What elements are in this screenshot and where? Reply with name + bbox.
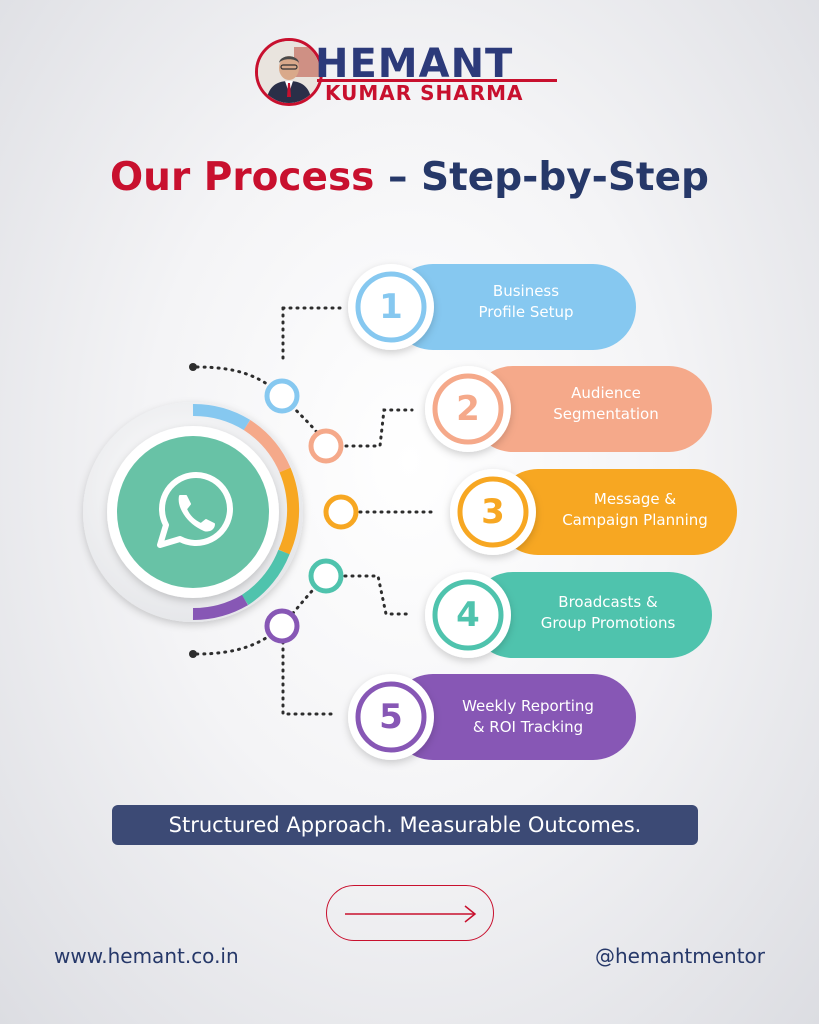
whatsapp-icon xyxy=(157,472,233,548)
step-number-2: 2 xyxy=(456,389,480,429)
step-label-5: Weekly Reporting & ROI Tracking xyxy=(438,696,618,738)
step-label-5-line1: Weekly Reporting xyxy=(462,697,594,715)
hub-core xyxy=(117,436,269,588)
node-rings xyxy=(264,378,359,644)
step-pill-5 xyxy=(390,674,636,760)
node-ring-5 xyxy=(264,608,300,644)
step-badge-ring-5 xyxy=(355,681,427,753)
step-badge-4 xyxy=(425,572,511,658)
step-label-3-line2: Campaign Planning xyxy=(562,511,708,529)
hub-segment-1 xyxy=(192,403,251,431)
step-badge-ring-1 xyxy=(355,271,427,343)
step-label-3-line1: Message & xyxy=(593,490,677,508)
step-badge-1 xyxy=(348,264,434,350)
title-rest: – Step-by-Step xyxy=(374,155,709,200)
website-link[interactable]: www.hemant.co.in xyxy=(54,944,239,968)
step-label-2-line1: Audience xyxy=(571,384,641,402)
step-label-1-line2: Profile Setup xyxy=(478,303,574,321)
step-label-4-line1: Broadcasts & xyxy=(558,593,658,611)
step-badge-5 xyxy=(348,674,434,760)
node-ring-4 xyxy=(308,558,344,594)
brand-name-line1: HEMANT xyxy=(315,41,514,87)
step-badge-ring-4 xyxy=(432,579,504,651)
step-label-2: Audience Segmentation xyxy=(520,383,692,425)
hub-segment-ring xyxy=(192,403,300,621)
node-ring-3 xyxy=(323,494,359,530)
brand-name-line2: KUMAR SHARMA xyxy=(325,81,524,105)
step-number-1: 1 xyxy=(379,287,403,327)
step-label-3: Message & Campaign Planning xyxy=(540,489,730,531)
step-label-5-line2: & ROI Tracking xyxy=(472,718,584,736)
step-badge-3 xyxy=(450,469,536,555)
hub-segment-2 xyxy=(243,419,291,473)
process-diagram xyxy=(83,264,737,760)
social-handle[interactable]: @hemantmentor xyxy=(595,944,765,968)
hub-segment-5 xyxy=(192,594,249,621)
connector-dot-bottom xyxy=(189,650,197,658)
page-title: Our Process – Step-by-Step xyxy=(0,152,819,204)
next-arrow-button[interactable] xyxy=(326,885,494,941)
founder-avatar xyxy=(255,38,323,106)
tagline-banner: Structured Approach. Measurable Outcomes… xyxy=(112,805,698,845)
arrow-right-icon xyxy=(345,905,477,923)
step-label-4-line2: Group Promotions xyxy=(540,614,676,632)
step-pill-3 xyxy=(495,469,737,555)
brand-logo: HEMANT KUMAR SHARMA xyxy=(255,38,565,108)
step-label-1: Business Profile Setup xyxy=(440,281,612,323)
step-badge-rings xyxy=(355,271,529,753)
step-badge-ring-3 xyxy=(457,476,529,548)
step-label-2-line2: Segmentation xyxy=(553,405,659,423)
step-pills xyxy=(390,264,737,760)
brand-divider xyxy=(317,79,557,82)
step-pill-2 xyxy=(470,366,712,452)
connector-dot-top xyxy=(189,363,197,371)
node-ring-2 xyxy=(308,428,344,464)
hub-segment-4 xyxy=(241,549,290,606)
hub-segment-3 xyxy=(278,467,300,555)
step-number-3: 3 xyxy=(481,492,505,532)
step-label-1-line1: Business xyxy=(492,282,560,300)
step-badge-ring-2 xyxy=(432,373,504,445)
step-badge-2 xyxy=(425,366,511,452)
step-number-4: 4 xyxy=(456,595,480,635)
step-pill-1 xyxy=(390,264,636,350)
step-number-5: 5 xyxy=(379,697,403,737)
step-label-4: Broadcasts & Group Promotions xyxy=(518,592,698,634)
step-badges xyxy=(348,264,536,760)
title-highlight: Our Process xyxy=(110,155,375,200)
step-pill-4 xyxy=(470,572,712,658)
node-ring-1 xyxy=(264,378,300,414)
